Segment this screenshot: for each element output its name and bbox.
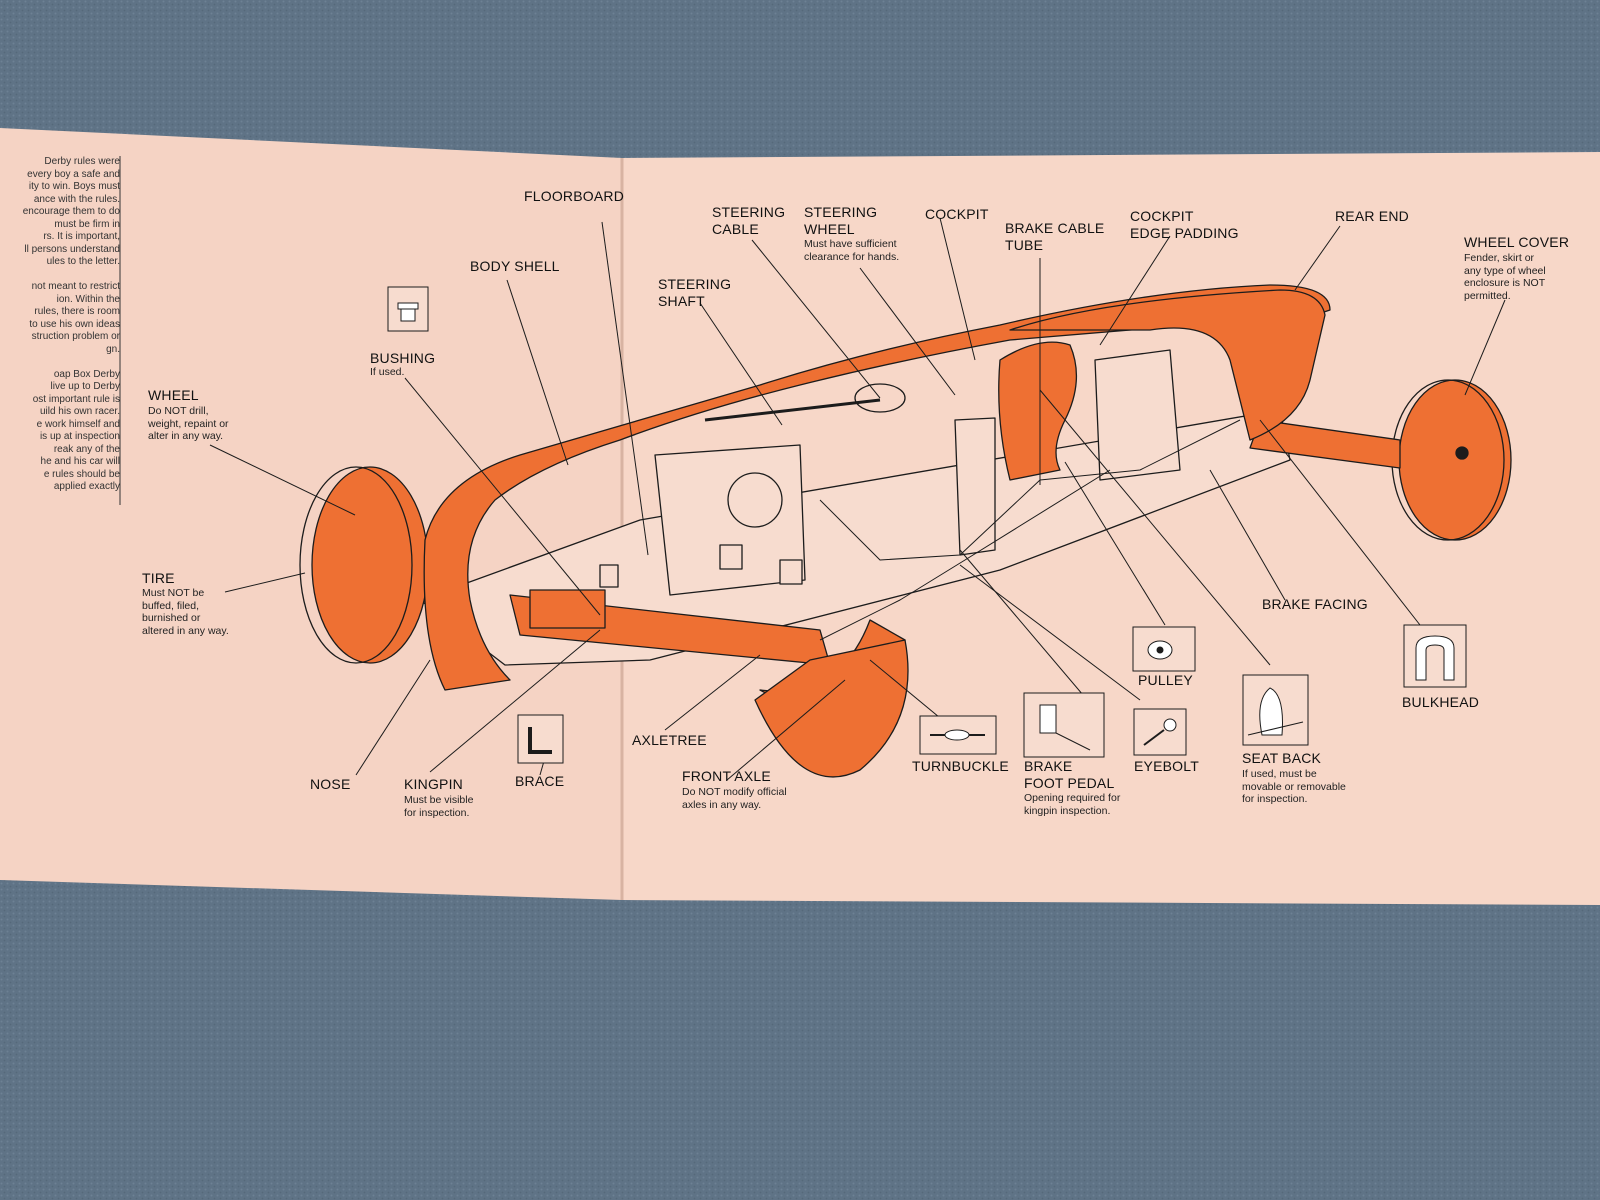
label-rear-end: REAR END <box>1335 208 1409 224</box>
label-brake-facing: BRAKE FACING <box>1262 596 1368 612</box>
front-right-wheel-disc-shape <box>754 639 909 778</box>
brace-icon <box>517 714 564 764</box>
label-eyebolt: EYEBOLT <box>1134 758 1199 774</box>
label-bushing: BUSHING <box>370 350 436 366</box>
bulkhead-icon <box>1403 624 1467 688</box>
bulkhead-hole-shape <box>727 472 783 528</box>
label-brake-foot-pedal: BRAKE FOOT PEDAL <box>1024 758 1115 791</box>
seat-back-icon <box>1242 674 1309 746</box>
front-wheel-shape <box>311 466 429 664</box>
label-kingpin: KINGPIN <box>404 776 463 792</box>
note-brake-foot-pedal: Opening required for kingpin inspection. <box>1024 792 1121 817</box>
rear-end-shape <box>1009 289 1326 441</box>
label-wheel-cover: WHEEL COVER <box>1464 234 1570 250</box>
label-bulkhead: BULKHEAD <box>1402 694 1480 710</box>
label-cockpit-edge-padding: COCKPIT EDGE PADDING <box>1130 208 1239 241</box>
label-floorboard: FLOORBOARD <box>524 188 625 204</box>
note-wheel: Do NOT drill, weight, repaint or alter i… <box>148 405 229 443</box>
steering-wheel-shape <box>854 383 906 413</box>
label-brake-cable-tube: BRAKE CABLE TUBE <box>1005 220 1105 253</box>
note-kingpin: Must be visible for inspection. <box>404 794 474 819</box>
label-tire: TIRE <box>142 570 175 586</box>
note-bushing: If used. <box>370 366 405 378</box>
bushing-icon <box>387 286 429 332</box>
brace-bracket-2 <box>779 559 803 585</box>
note-front-axle: Do NOT modify official axles in any way. <box>682 786 787 811</box>
label-steering-shaft: STEERING SHAFT <box>658 276 732 309</box>
steering-shaft-line <box>704 398 881 422</box>
rear-bulkhead-shape <box>1094 349 1181 481</box>
label-seat-back: SEAT BACK <box>1242 750 1322 766</box>
note-seat-back: If used, must be movable or removable fo… <box>1242 768 1346 806</box>
part-icons <box>387 286 1467 764</box>
label-front-axle: FRONT AXLE <box>682 768 771 784</box>
front-bulkhead-shape <box>654 444 806 596</box>
note-steering-wheel: Must have sufficient clearance for hands… <box>804 238 900 263</box>
note-tire: Must NOT be buffed, filed, burnished or … <box>142 587 229 637</box>
brace-bracket-1 <box>719 544 743 570</box>
turnbuckle-icon <box>919 715 997 755</box>
label-pulley: PULLEY <box>1138 672 1193 688</box>
intro-rules-text: Derby rules were every boy a safe and it… <box>22 156 120 492</box>
rear-hub-shape <box>1455 446 1469 460</box>
label-wheel: WHEEL <box>148 387 199 403</box>
pedal-support-shape <box>954 417 996 556</box>
left-page <box>0 128 622 900</box>
brake-foot-pedal-icon <box>1023 692 1105 758</box>
brace-bracket-3 <box>599 564 619 588</box>
label-cockpit: COCKPIT <box>925 206 989 222</box>
steering-cable-line <box>819 469 1111 641</box>
leader-lines <box>209 217 1506 781</box>
label-turnbuckle: TURNBUCKLE <box>912 758 1009 774</box>
brake-cable-line <box>819 419 1241 561</box>
eyebolt-icon <box>1133 708 1187 756</box>
pulley-icon <box>1132 626 1196 672</box>
nose-block-shape <box>529 589 606 629</box>
label-brace: BRACE <box>515 773 565 789</box>
front-tire-shape <box>299 466 413 664</box>
label-steering-cable: STEERING CABLE <box>712 204 786 237</box>
note-wheel-cover: Fender, skirt or any type of wheel enclo… <box>1464 252 1546 302</box>
label-body-shell: BODY SHELL <box>470 258 560 274</box>
rear-wheel-shape <box>1398 379 1512 541</box>
seat-back-shape <box>998 341 1078 481</box>
label-nose: NOSE <box>310 776 351 792</box>
label-steering-wheel: STEERING WHEEL <box>804 204 878 237</box>
label-axletree: AXLETREE <box>632 732 707 748</box>
